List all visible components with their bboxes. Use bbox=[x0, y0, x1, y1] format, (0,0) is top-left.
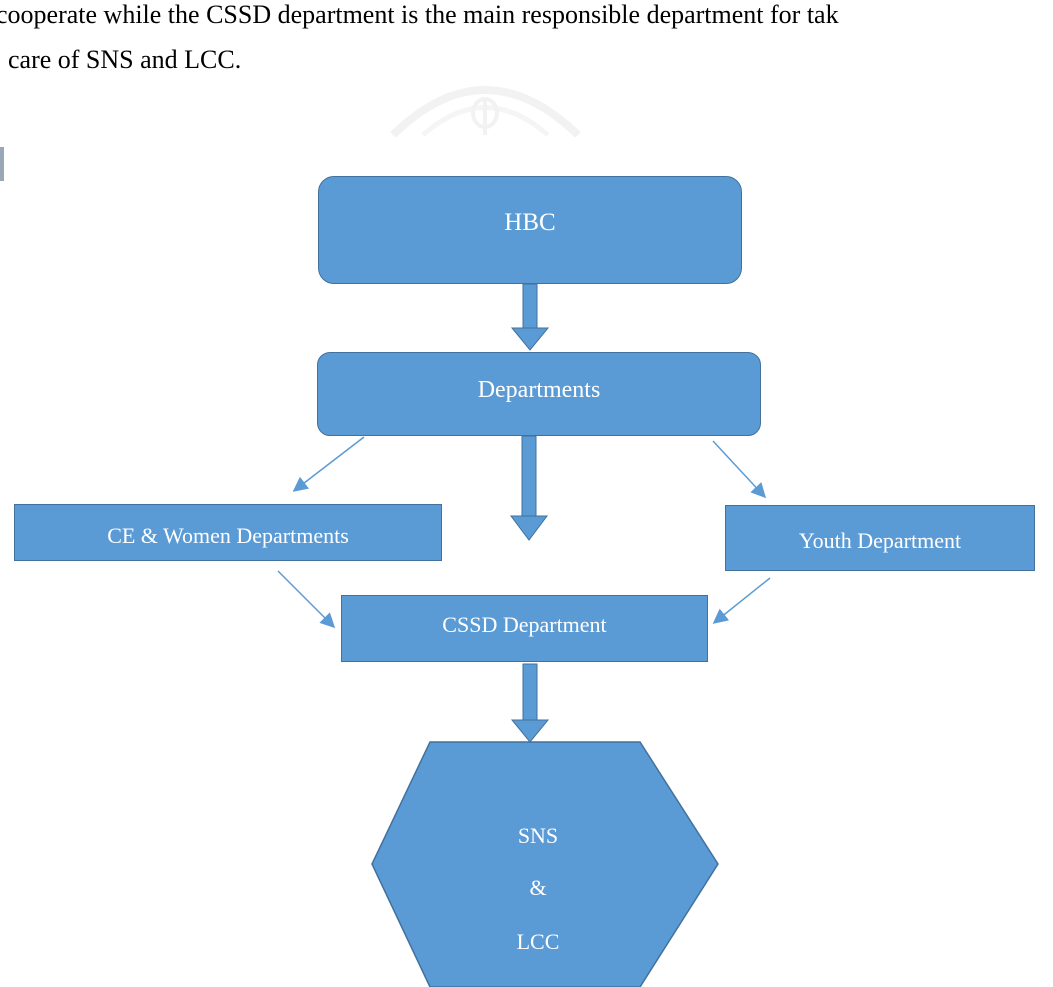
arrow-cssd-to-hexagon bbox=[510, 663, 550, 743]
university-seal-watermark bbox=[390, 86, 581, 137]
hexagon-label-sns: SNS bbox=[517, 823, 559, 848]
node-ce-women-label: CE & Women Departments bbox=[107, 523, 349, 548]
node-departments-label: Departments bbox=[477, 377, 601, 403]
node-cssd-department: CSSD Department bbox=[341, 595, 708, 662]
node-hbc: HBC bbox=[318, 176, 742, 284]
node-youth-label: Youth Department bbox=[798, 528, 962, 553]
paragraph-line-1: cooperate while the CSSD department is t… bbox=[0, 0, 839, 29]
arrow-hbc-to-departments bbox=[510, 283, 550, 351]
arrow-departments-to-cssd bbox=[510, 435, 548, 541]
hexagon-label-lcc: LCC bbox=[516, 929, 560, 954]
arrow-departments-to-ce bbox=[292, 436, 365, 492]
hexagon-label-ampersand: & bbox=[529, 875, 547, 900]
sns-lcc-hexagon bbox=[371, 741, 719, 987]
node-cssd-label: CSSD Department bbox=[442, 612, 607, 637]
arrow-ce-to-cssd bbox=[277, 570, 336, 629]
node-hbc-label: HBC bbox=[504, 209, 556, 236]
node-departments: Departments bbox=[317, 352, 761, 436]
arrow-departments-to-youth bbox=[712, 440, 767, 499]
node-youth-department: Youth Department bbox=[725, 505, 1035, 571]
arrow-youth-to-cssd bbox=[712, 577, 771, 624]
margin-mark bbox=[0, 147, 4, 181]
paragraph-line-2: care of SNS and LCC. bbox=[8, 45, 242, 74]
node-ce-women-departments: CE & Women Departments bbox=[14, 504, 442, 561]
